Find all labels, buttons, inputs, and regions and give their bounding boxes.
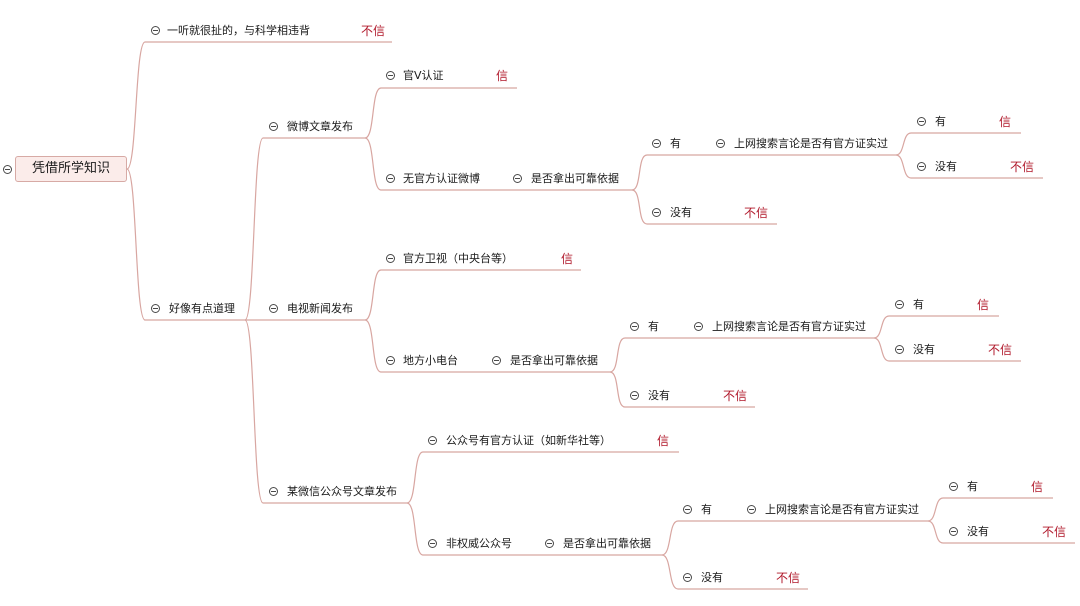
- connector: [661, 520, 679, 556]
- node-label[interactable]: 是否拿出可靠依据: [510, 354, 598, 367]
- node-label[interactable]: 有: [935, 115, 946, 128]
- node-label[interactable]: 是否拿出可靠依据: [531, 172, 619, 185]
- result-label: 不信: [723, 389, 748, 403]
- result-label: 不信: [776, 571, 801, 585]
- connector: [126, 168, 146, 321]
- collapse-minus-icon[interactable]: [545, 539, 554, 548]
- collapse-minus-icon[interactable]: [949, 527, 958, 536]
- node-label[interactable]: 电视新闻发布: [287, 302, 353, 315]
- root-node[interactable]: [15, 156, 127, 182]
- node-label[interactable]: 有: [648, 320, 659, 333]
- collapse-minus-icon[interactable]: [3, 165, 12, 174]
- connector: [895, 132, 912, 156]
- collapse-minus-icon[interactable]: [652, 208, 661, 217]
- node-label[interactable]: 官V认证: [403, 69, 444, 82]
- node-label[interactable]: 上网搜索言论是否有官方证实过: [734, 137, 888, 150]
- node-label[interactable]: 没有: [935, 160, 957, 173]
- collapse-minus-icon[interactable]: [694, 322, 703, 331]
- result-label: 信: [999, 115, 1012, 129]
- connector: [364, 137, 382, 191]
- node-label[interactable]: 有: [967, 480, 978, 493]
- collapse-minus-icon[interactable]: [716, 139, 725, 148]
- node-label[interactable]: 某微信公众号文章发布: [287, 485, 397, 498]
- connector: [406, 451, 424, 504]
- node-label[interactable]: 没有: [648, 389, 670, 402]
- collapse-minus-icon[interactable]: [949, 482, 958, 491]
- collapse-minus-icon[interactable]: [386, 174, 395, 183]
- collapse-minus-icon[interactable]: [683, 505, 692, 514]
- collapse-minus-icon[interactable]: [630, 391, 639, 400]
- connector: [244, 319, 264, 504]
- node-label[interactable]: 有: [670, 137, 681, 150]
- node-label[interactable]: 是否拿出可靠依据: [563, 537, 651, 550]
- root-node-label: 凭借所学知识: [31, 161, 110, 176]
- collapse-minus-icon[interactable]: [269, 122, 278, 131]
- result-label: 信: [977, 298, 990, 312]
- collapse-minus-icon[interactable]: [269, 304, 278, 313]
- collapse-minus-icon[interactable]: [386, 254, 395, 263]
- collapse-minus-icon[interactable]: [895, 300, 904, 309]
- collapse-minus-icon[interactable]: [652, 139, 661, 148]
- collapse-minus-icon[interactable]: [492, 356, 501, 365]
- connector: [927, 497, 944, 522]
- node-label[interactable]: 官方卫视（中央台等）: [403, 252, 513, 265]
- node-label[interactable]: 地方小电台: [403, 354, 458, 367]
- result-label: 信: [561, 252, 574, 266]
- node-label[interactable]: 有: [701, 503, 712, 516]
- collapse-minus-icon[interactable]: [630, 322, 639, 331]
- connector: [364, 319, 382, 373]
- connector: [364, 269, 382, 321]
- node-label[interactable]: 上网搜索言论是否有官方证实过: [765, 503, 919, 516]
- node-label[interactable]: 没有: [701, 571, 723, 584]
- result-label: 不信: [1010, 160, 1035, 174]
- collapse-minus-icon[interactable]: [747, 505, 756, 514]
- result-label: 不信: [361, 24, 386, 38]
- node-label[interactable]: 有: [913, 298, 924, 311]
- connector: [364, 87, 382, 139]
- collapse-minus-icon[interactable]: [386, 71, 395, 80]
- connector: [244, 137, 264, 321]
- result-label: 信: [496, 69, 509, 83]
- collapse-minus-icon[interactable]: [151, 304, 160, 313]
- node-label[interactable]: 无官方认证微博: [403, 172, 480, 185]
- node-label[interactable]: 公众号有官方认证（如新华社等）: [446, 434, 611, 447]
- node-label[interactable]: 没有: [670, 206, 692, 219]
- result-label: 不信: [744, 206, 769, 220]
- collapse-minus-icon[interactable]: [428, 436, 437, 445]
- collapse-minus-icon[interactable]: [513, 174, 522, 183]
- node-label[interactable]: 没有: [913, 343, 935, 356]
- connector: [406, 502, 424, 556]
- node-label[interactable]: 好像有点道理: [169, 302, 235, 315]
- node-label[interactable]: 非权威公众号: [446, 537, 512, 550]
- result-label: 不信: [1042, 525, 1067, 539]
- connector: [895, 154, 912, 179]
- connector: [609, 371, 626, 408]
- result-label: 不信: [988, 343, 1013, 357]
- result-label: 信: [1031, 480, 1044, 494]
- node-label[interactable]: 上网搜索言论是否有官方证实过: [712, 320, 866, 333]
- connector: [873, 337, 890, 362]
- connector: [609, 337, 626, 373]
- node-label[interactable]: 没有: [967, 525, 989, 538]
- connector: [126, 41, 146, 170]
- connector: [631, 154, 648, 191]
- connector: [873, 315, 890, 339]
- collapse-minus-icon[interactable]: [151, 26, 160, 35]
- connector: [661, 554, 679, 590]
- node-label[interactable]: 微博文章发布: [287, 120, 353, 133]
- connector: [631, 189, 648, 225]
- connector: [927, 520, 944, 544]
- collapse-minus-icon[interactable]: [917, 117, 926, 126]
- collapse-minus-icon[interactable]: [386, 356, 395, 365]
- collapse-minus-icon[interactable]: [428, 539, 437, 548]
- result-label: 信: [657, 434, 670, 448]
- node-label[interactable]: 一听就很扯的，与科学相违背: [167, 24, 310, 37]
- collapse-minus-icon[interactable]: [683, 573, 692, 582]
- collapse-minus-icon[interactable]: [269, 487, 278, 496]
- collapse-minus-icon[interactable]: [917, 162, 926, 171]
- collapse-minus-icon[interactable]: [895, 345, 904, 354]
